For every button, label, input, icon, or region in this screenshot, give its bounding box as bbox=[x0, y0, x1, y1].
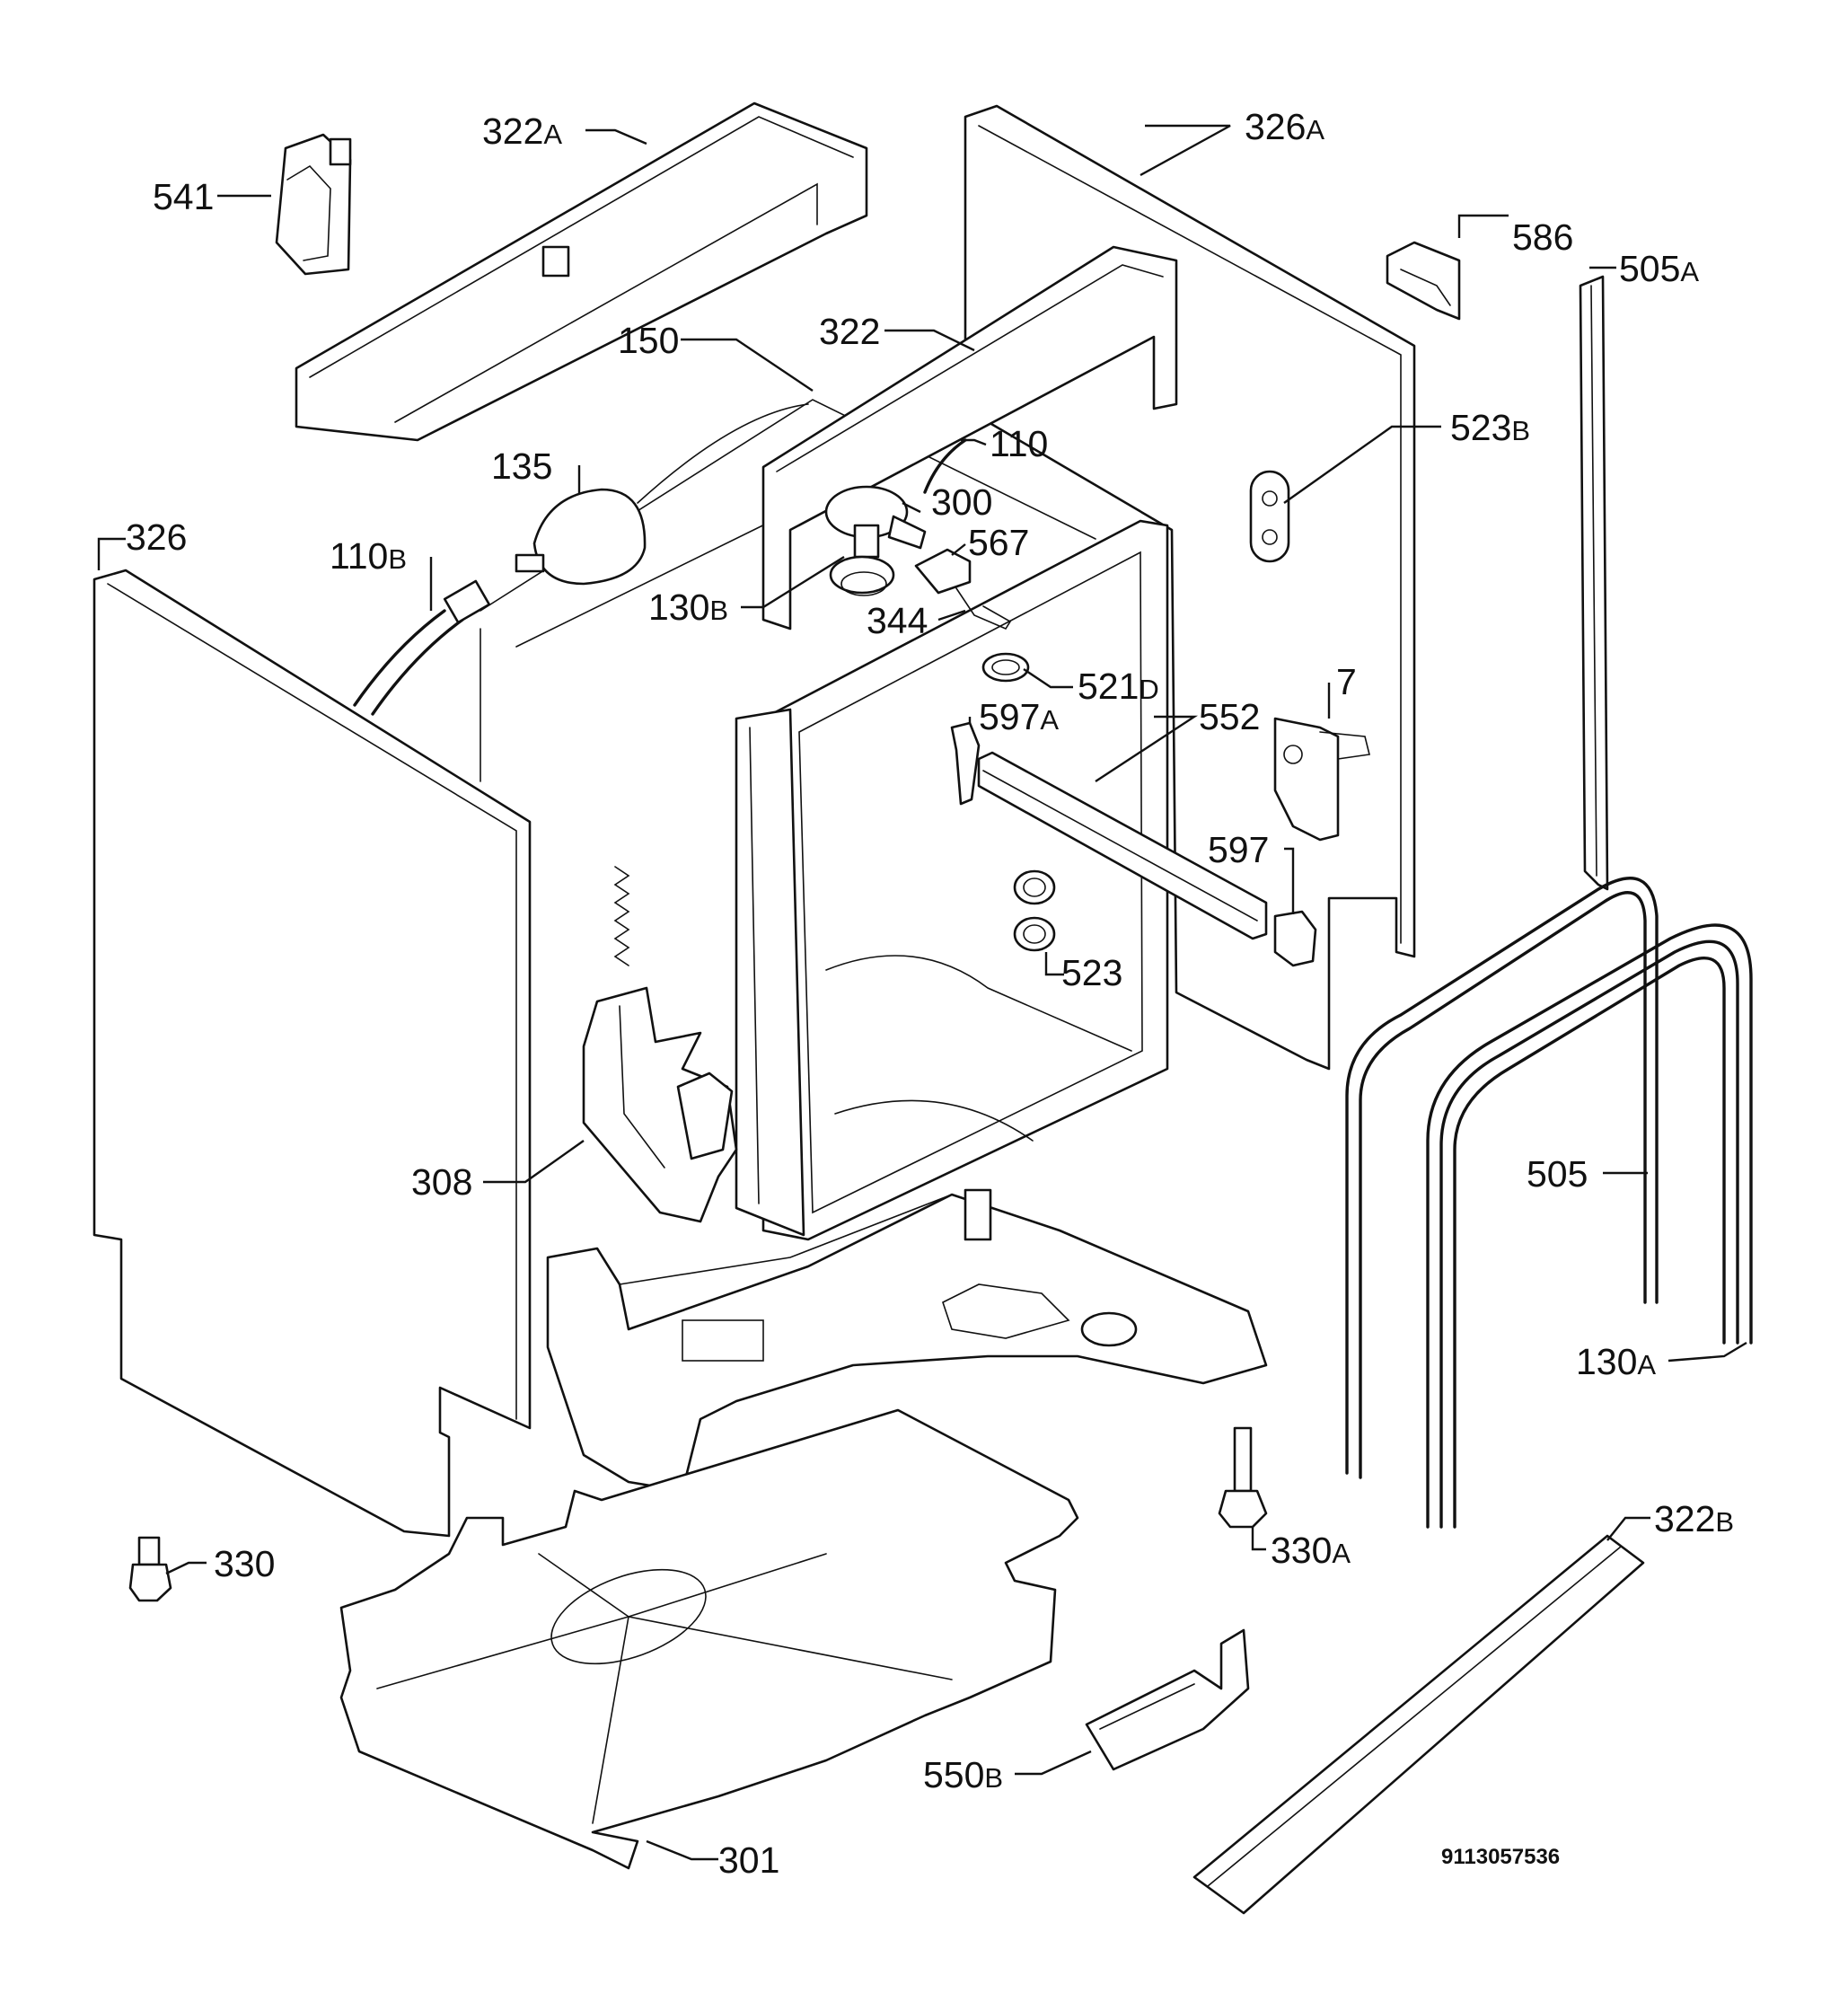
label-7: 7 bbox=[1336, 661, 1357, 702]
part-150-hose bbox=[637, 403, 809, 504]
label-322a: 322A bbox=[482, 110, 562, 152]
label-597: 597 bbox=[1208, 829, 1269, 870]
label-322: 322 bbox=[819, 311, 880, 352]
part-567-344-clip bbox=[914, 548, 1012, 631]
label-521d: 521D bbox=[1078, 666, 1159, 707]
part-586-bracket bbox=[1386, 241, 1461, 321]
part-130b-seal bbox=[829, 555, 895, 596]
part-330a-foot bbox=[1218, 1426, 1268, 1529]
label-597a: 597A bbox=[979, 696, 1059, 737]
part-322b-strip bbox=[1192, 1534, 1645, 1915]
label-300: 300 bbox=[931, 481, 992, 523]
part-597-clip bbox=[1273, 910, 1317, 967]
part-7-latch bbox=[1273, 717, 1370, 842]
label-150: 150 bbox=[618, 320, 679, 361]
part-301-base-pan bbox=[339, 1408, 1079, 1870]
label-541: 541 bbox=[153, 176, 214, 217]
label-308: 308 bbox=[411, 1161, 472, 1203]
part-110b-hose bbox=[353, 579, 491, 716]
part-326-front-panel bbox=[92, 569, 532, 1538]
part-308-hinge bbox=[582, 866, 738, 1223]
part-521d-grommet bbox=[981, 652, 1030, 683]
part-base-assembly bbox=[546, 1188, 1268, 1493]
label-135: 135 bbox=[491, 445, 552, 487]
drawing-number: 9113057536 bbox=[1441, 1845, 1560, 1869]
leader-lines bbox=[97, 124, 1747, 1861]
label-130b: 130B bbox=[648, 586, 728, 628]
part-552-rail bbox=[977, 751, 1268, 940]
label-330a: 330A bbox=[1271, 1530, 1351, 1571]
part-541-clip bbox=[275, 133, 352, 276]
label-523b: 523B bbox=[1450, 407, 1530, 448]
part-523b-bracket bbox=[1249, 470, 1290, 563]
label-505: 505 bbox=[1527, 1153, 1588, 1195]
part-110-hose bbox=[923, 438, 967, 494]
label-550b: 550B bbox=[923, 1754, 1003, 1795]
part-523-grommet bbox=[1013, 869, 1056, 952]
label-552: 552 bbox=[1199, 696, 1260, 737]
label-130a: 130A bbox=[1576, 1341, 1656, 1382]
label-110b: 110B bbox=[330, 535, 407, 577]
part-300-valve bbox=[824, 485, 927, 559]
part-tub-front-frame bbox=[735, 519, 1169, 1241]
label-110: 110 bbox=[990, 423, 1048, 464]
label-344: 344 bbox=[867, 600, 928, 641]
label-326: 326 bbox=[126, 516, 187, 558]
label-322b: 322B bbox=[1654, 1498, 1734, 1539]
part-tub-body bbox=[480, 245, 1178, 782]
part-330-foot bbox=[128, 1536, 172, 1602]
part-322a-top-rail bbox=[295, 101, 868, 442]
part-505-gasket bbox=[1345, 877, 1659, 1479]
label-326a: 326A bbox=[1245, 106, 1324, 147]
label-301: 301 bbox=[718, 1839, 779, 1881]
part-130a-gasket bbox=[1426, 923, 1753, 1529]
label-523: 523 bbox=[1061, 952, 1122, 993]
part-labels: 541 322A 326A 586 505A 150 322 110 523B … bbox=[126, 106, 1734, 1881]
part-135-float bbox=[515, 488, 647, 586]
label-330: 330 bbox=[214, 1543, 275, 1584]
label-586: 586 bbox=[1512, 216, 1573, 258]
part-505a-strip bbox=[1579, 275, 1609, 891]
label-505a: 505A bbox=[1619, 248, 1699, 289]
label-567: 567 bbox=[968, 522, 1029, 563]
part-550b-bracket bbox=[1085, 1628, 1250, 1771]
